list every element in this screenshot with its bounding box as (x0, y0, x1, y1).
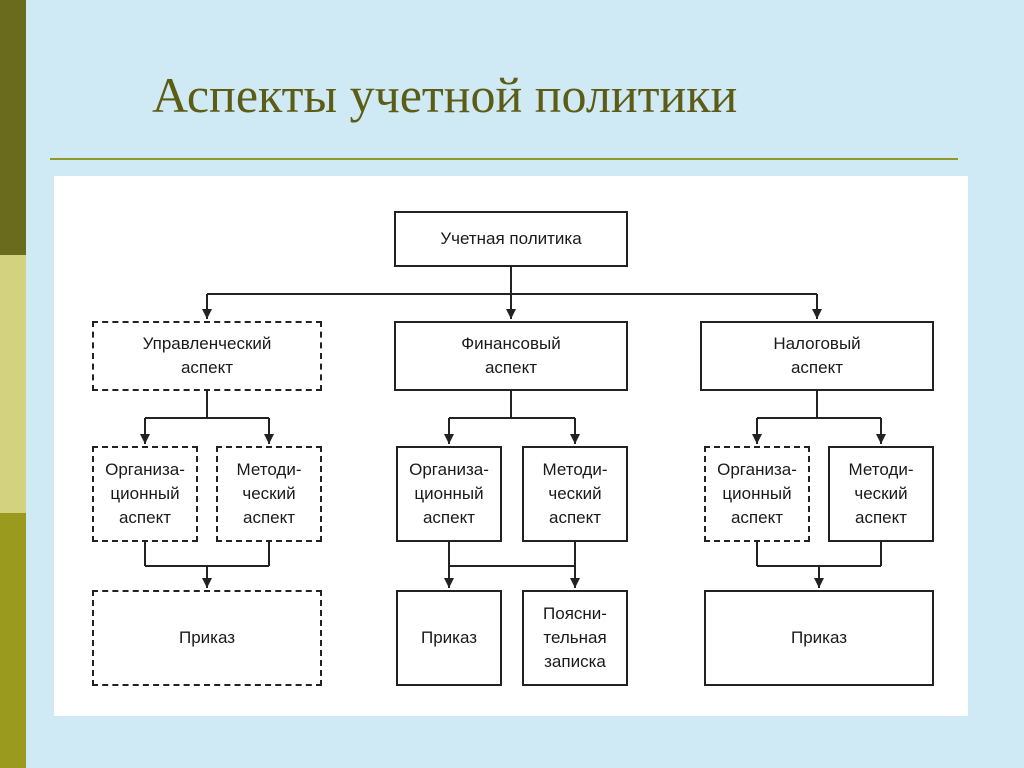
node-tax-organizational: Организа- ционный аспект (704, 446, 810, 542)
diagram-connectors (140, 267, 886, 588)
left-accent-bar-middle (0, 255, 26, 513)
node-financial-explanatory-note: Поясни- тельная записка (522, 590, 628, 686)
node-management-aspect: Управленческий аспект (92, 321, 322, 391)
slide-title: Аспекты учетной политики (152, 67, 738, 123)
node-management-order: Приказ (92, 590, 322, 686)
node-management-organizational: Организа- ционный аспект (92, 446, 198, 542)
node-tax-order: Приказ (704, 590, 934, 686)
node-accounting-policy: Учетная политика (394, 211, 628, 267)
title-underline (50, 158, 958, 160)
node-financial-order: Приказ (396, 590, 502, 686)
node-management-methodological: Методи- ческий аспект (216, 446, 322, 542)
node-tax-aspect: Налоговый аспект (700, 321, 934, 391)
node-financial-aspect: Финансовый аспект (394, 321, 628, 391)
node-financial-organizational: Организа- ционный аспект (396, 446, 502, 542)
node-tax-methodological: Методи- ческий аспект (828, 446, 934, 542)
left-accent-bar-top (0, 0, 26, 255)
diagram-panel: Учетная политика Управленческий аспект Ф… (54, 176, 968, 716)
node-financial-methodological: Методи- ческий аспект (522, 446, 628, 542)
left-accent-bar-bottom (0, 513, 26, 768)
